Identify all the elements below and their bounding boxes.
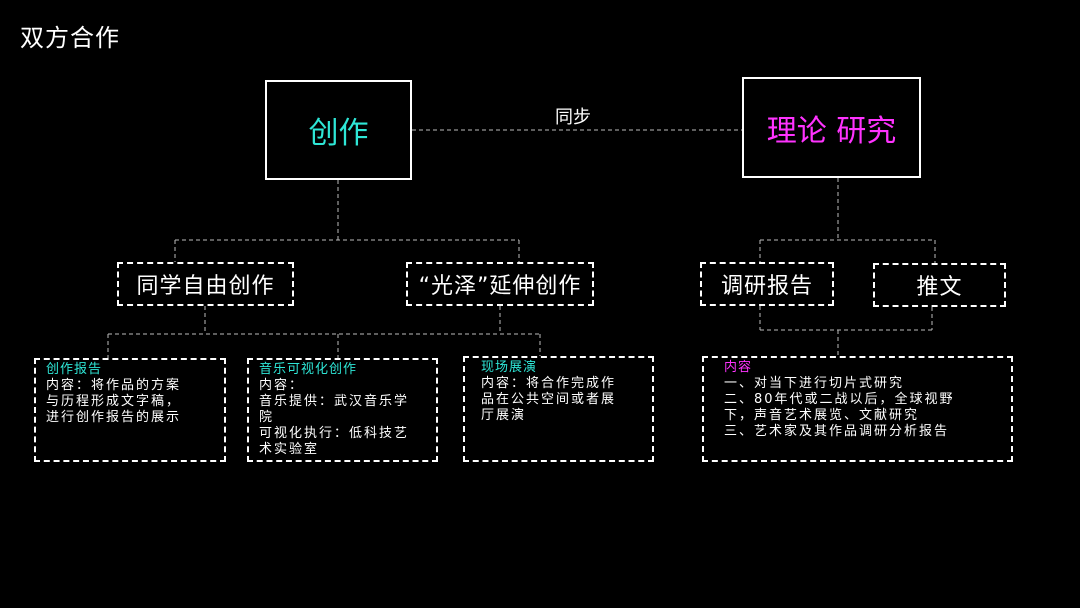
creation-node-label: 创作 — [308, 116, 369, 151]
creation-report-line-3: 进行创作报告的展示 — [46, 410, 182, 425]
sync-label: 同步 — [555, 107, 591, 128]
student-creation-node: 同学自由创作 — [117, 262, 294, 306]
creation-report-box: 创作报告 内容：将作品的方案 与历程形成文字稿， 进行创作报告的展示 — [34, 358, 226, 462]
research-report-label: 调研报告 — [720, 274, 813, 299]
music-visual-line-3: 院 — [259, 410, 275, 425]
music-visual-heading: 音乐可视化创作 — [259, 362, 358, 377]
research-content-box: 内容 一、对当下进行切片式研究 二、80年代或二战以后，全球视野 下，声音艺术展… — [702, 356, 1013, 462]
music-visual-line-4: 可视化执行：低科技艺 — [259, 426, 410, 441]
creation-report-heading: 创作报告 — [46, 362, 103, 377]
research-content-line-1: 一、对当下进行切片式研究 — [724, 376, 905, 391]
music-visual-box: 音乐可视化创作 内容： 音乐提供：武汉音乐学 院 可视化执行：低科技艺 术实验室 — [247, 358, 438, 462]
tweet-label: 推文 — [916, 275, 963, 300]
live-performance-line-3: 厅展演 — [481, 408, 527, 423]
live-performance-line-1: 内容：将合作完成作 — [481, 376, 617, 391]
creation-node: 创作 — [265, 80, 412, 180]
student-creation-label: 同学自由创作 — [136, 274, 275, 299]
creation-report-line-2: 与历程形成文字稿， — [46, 394, 182, 409]
live-performance-line-2: 品在公共空间或者展 — [481, 392, 617, 407]
research-content-line-2: 二、80年代或二战以后，全球视野 — [724, 392, 955, 407]
live-performance-box: 现场展演 内容：将合作完成作 品在公共空间或者展 厅展演 — [463, 356, 654, 462]
creation-report-line-1: 内容：将作品的方案 — [46, 378, 182, 393]
research-node: 理论 研究 — [742, 77, 921, 178]
guangze-creation-node: “光泽”延伸创作 — [406, 262, 594, 306]
research-content-line-4: 三、艺术家及其作品调研分析报告 — [724, 424, 950, 439]
page-title: 双方合作 — [20, 24, 120, 52]
music-visual-line-5: 术实验室 — [259, 442, 320, 457]
research-content-line-3: 下，声音艺术展览、文献研究 — [724, 408, 920, 423]
music-visual-line-1: 内容： — [259, 378, 305, 393]
research-node-label: 理论 研究 — [766, 113, 897, 149]
live-performance-heading: 现场展演 — [481, 360, 538, 375]
research-content-heading: 内容 — [724, 360, 753, 375]
music-visual-line-2: 音乐提供：武汉音乐学 — [259, 394, 410, 409]
tweet-node: 推文 — [873, 263, 1006, 307]
guangze-creation-label: “光泽”延伸创作 — [418, 274, 582, 299]
research-report-node: 调研报告 — [700, 262, 834, 306]
